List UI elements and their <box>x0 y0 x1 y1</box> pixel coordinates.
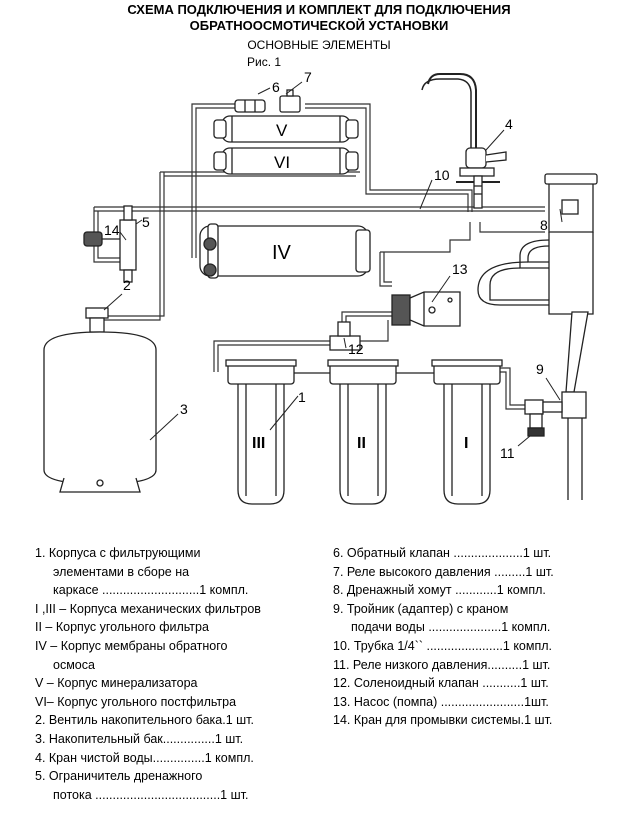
callout-1: 1 <box>298 389 306 405</box>
title-line-1: СХЕМА ПОДКЛЮЧЕНИЯ И КОМПЛЕКТ ДЛЯ ПОДКЛЮЧ… <box>127 2 511 17</box>
legend-item: подачи воды .....................1 компл… <box>351 620 551 635</box>
figure-label: Рис. 1 <box>247 55 282 69</box>
legend-left: 1. Корпуса с фильтрующими элементами в с… <box>35 544 261 804</box>
title-line-2: ОБРАТНООСМОТИЧЕСКОЙ УСТАНОВКИ <box>189 18 449 33</box>
legend-item: элементами в сборе на <box>53 564 190 579</box>
legend-item: 5. Ограничитель дренажного <box>35 769 203 784</box>
legend-item: V – Корпус минерализатора <box>35 676 198 691</box>
callout-12: 12 <box>348 341 364 357</box>
prefilter-ii: II <box>327 359 399 505</box>
legend-item: 7. Реле высокого давления .........1 шт. <box>333 564 554 579</box>
callout-5: 5 <box>142 214 150 230</box>
cartridge-vi: VI <box>213 147 359 175</box>
legend-item: каркасе ............................1 ко… <box>53 583 249 598</box>
legend-item: 12. Соленоидный клапан ...........1 шт. <box>333 676 549 691</box>
legend-item: потока .................................… <box>53 787 249 802</box>
label-i: I <box>464 435 468 452</box>
callout-2: 2 <box>123 277 131 293</box>
drain-assembly <box>477 173 598 315</box>
prefilter-iii: III <box>225 359 297 505</box>
membrane-housing-iv: IV <box>199 223 371 279</box>
legend-item: 13. Насос (помпа) ......................… <box>333 694 549 709</box>
clean-water-faucet <box>421 73 507 209</box>
subtitle: ОСНОВНЫЕ ЭЛЕМЕНТЫ <box>247 38 391 52</box>
tee-adapter <box>524 311 589 500</box>
callout-13: 13 <box>452 261 468 277</box>
callout-10: 10 <box>434 167 450 183</box>
label-iii: III <box>252 435 265 452</box>
legend-item: 10. Трубка 1/4`` ......................1… <box>333 638 553 653</box>
legend-item: 3. Накопительный бак...............1 шт. <box>35 731 244 746</box>
legend-item: осмоса <box>53 657 95 672</box>
callout-4: 4 <box>505 116 513 132</box>
legend-item: 14. Кран для промывки системы.1 шт. <box>333 713 553 728</box>
low-pressure-relay <box>527 413 545 437</box>
legend-right: 6. Обратный клапан ....................1… <box>333 544 554 730</box>
check-valve <box>234 99 266 113</box>
legend-item: 4. Кран чистой воды...............1 комп… <box>35 750 254 765</box>
tank-valve <box>85 307 109 333</box>
legend-item: IV – Корпус мембраны обратного <box>35 638 228 653</box>
high-pressure-relay <box>279 89 301 113</box>
callouts: 1 2 3 4 5 6 7 8 9 10 11 12 13 14 <box>104 69 548 461</box>
storage-tank <box>43 331 157 493</box>
ro-system-diagram: V VI IV <box>43 69 598 505</box>
label-ii: II <box>357 435 366 452</box>
legend-item: 2. Вентиль накопительного бака.1 шт. <box>35 713 254 728</box>
label-v: V <box>276 121 288 140</box>
label-iv: IV <box>272 242 292 264</box>
callout-lines <box>103 81 563 447</box>
legend-item: II – Корпус угольного фильтра <box>35 620 209 635</box>
pump <box>391 291 461 327</box>
prefilter-i: I <box>431 359 503 505</box>
label-vi: VI <box>274 153 290 172</box>
callout-7: 7 <box>304 69 312 85</box>
callout-9: 9 <box>536 361 544 377</box>
legend-item: VI– Корпус угольного постфильтра <box>35 694 237 709</box>
legend-item: I ,III – Корпуса механических фильтров <box>35 601 261 616</box>
callout-6: 6 <box>272 79 280 95</box>
callout-3: 3 <box>180 401 188 417</box>
legend-item: 6. Обратный клапан ....................1… <box>333 546 552 560</box>
legend-item: 8. Дренажный хомут ............1 компл. <box>333 583 546 598</box>
callout-14: 14 <box>104 222 120 238</box>
flush-valve <box>83 205 137 283</box>
legend-item: 9. Тройник (адаптер) с краном <box>333 601 509 616</box>
legend-item: 11. Реле низкого давления..........1 шт. <box>333 657 551 672</box>
callout-11: 11 <box>500 445 515 461</box>
legend-item: 1. Корпуса с фильтрующими <box>35 546 201 560</box>
cartridge-v: V <box>213 115 359 143</box>
callout-8: 8 <box>540 217 548 233</box>
